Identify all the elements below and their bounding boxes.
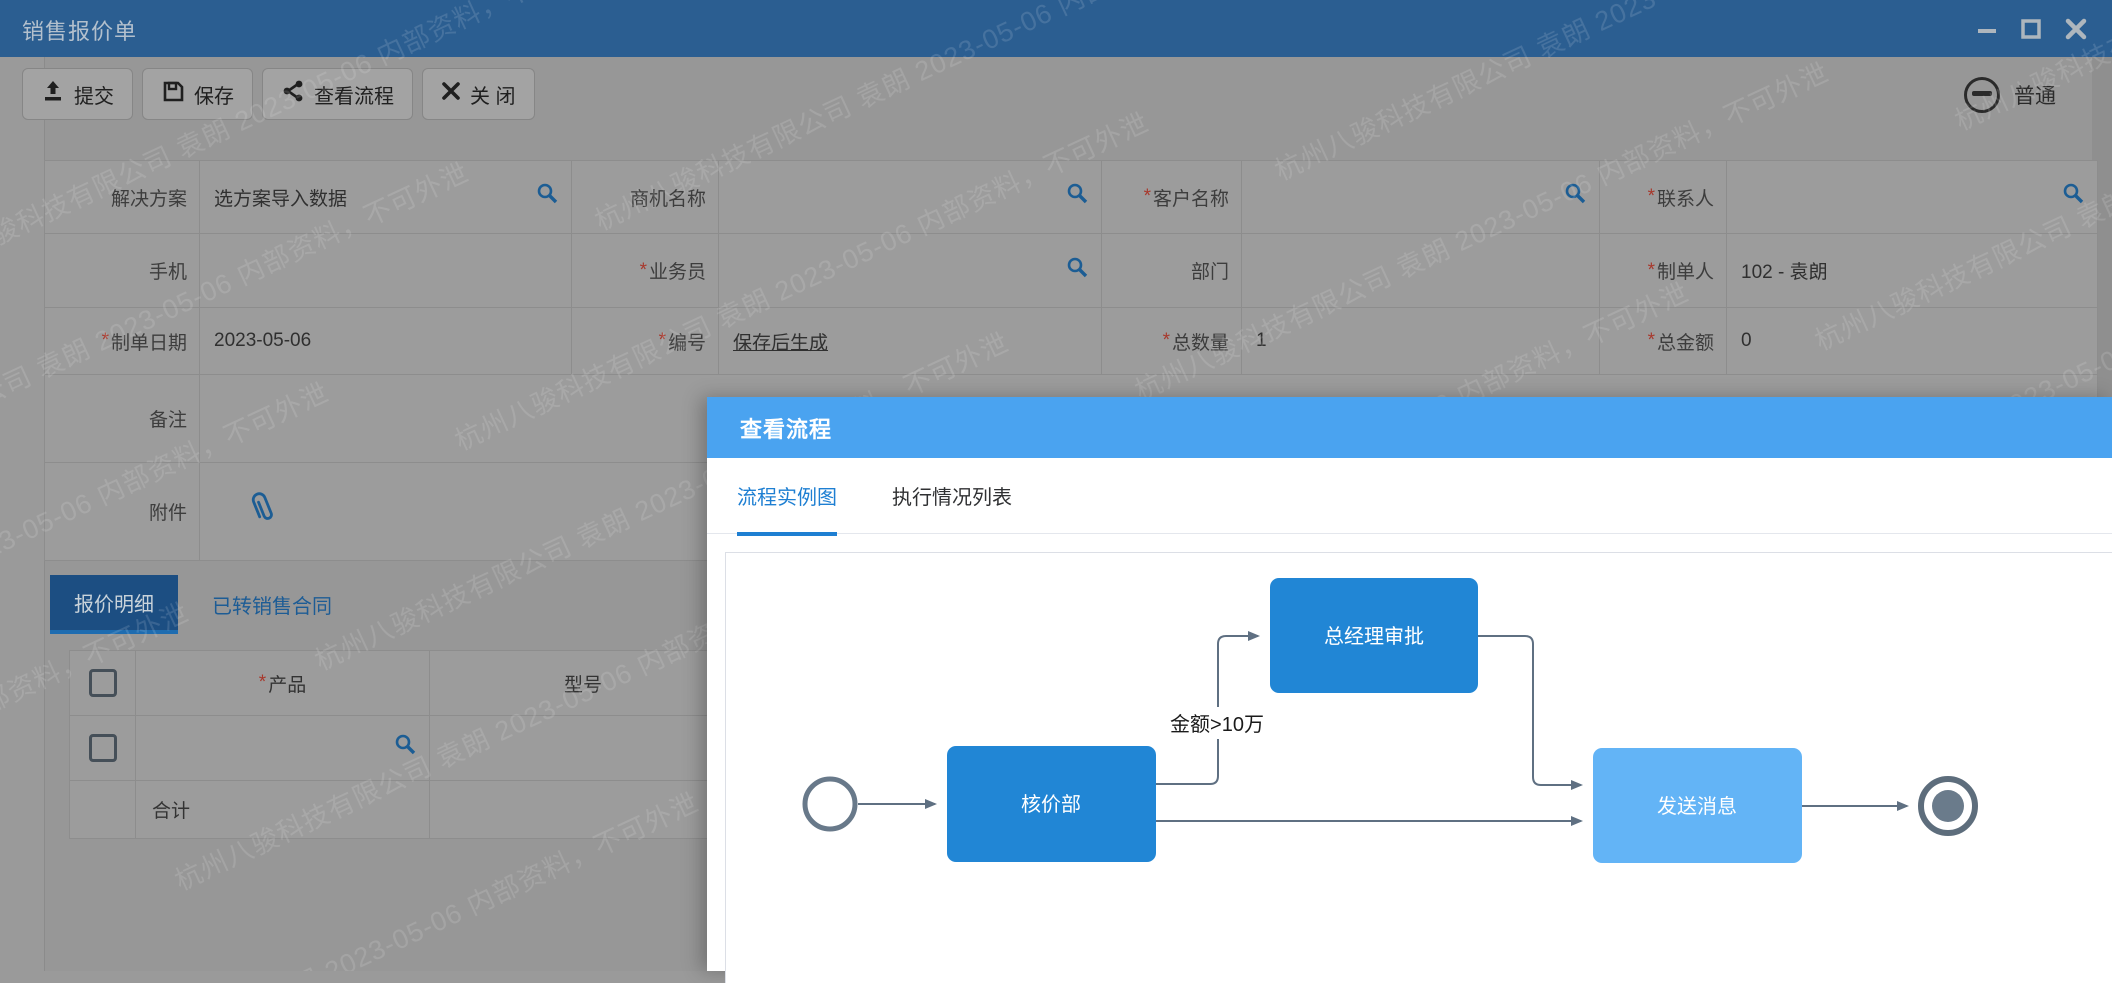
attachment-field[interactable] xyxy=(199,463,2097,560)
view-flow-button[interactable]: 查看流程 xyxy=(262,68,413,120)
field-label-remark: 备注 xyxy=(148,410,187,431)
total-row-blank xyxy=(70,781,135,838)
field-label-creator: *制单人 xyxy=(1599,234,1726,307)
total-model-cell xyxy=(429,781,736,838)
pricing-dept-label: 核价部 xyxy=(1021,793,1081,816)
department-field[interactable] xyxy=(1241,234,1599,307)
total-amount-field: 0 xyxy=(1726,308,2097,374)
number-field: 保存后生成 xyxy=(718,308,1101,374)
close-form-button[interactable]: 关 闭 xyxy=(422,68,535,120)
solution-field[interactable]: 选方案导入数据 xyxy=(199,161,571,233)
field-label-salesperson: *业务员 xyxy=(571,234,718,307)
field-label-solution: 解决方案 xyxy=(110,188,187,210)
field-label-customer: *客户名称 xyxy=(1101,161,1241,233)
field-label-opportunity: 商机名称 xyxy=(571,161,718,233)
start-event-node[interactable] xyxy=(802,776,858,832)
paperclip-icon[interactable] xyxy=(246,489,280,535)
product-column-header: *产品 xyxy=(135,651,429,715)
toolbar: 提交 保存 查看流程 关 闭 xyxy=(22,68,535,120)
select-all-checkbox[interactable] xyxy=(88,669,117,697)
priority-label: 普通 xyxy=(2014,85,2056,108)
select-all-cell xyxy=(70,651,135,715)
close-icon xyxy=(441,81,461,107)
upload-icon xyxy=(41,79,65,109)
field-label-attachment: 附件 xyxy=(148,503,187,524)
search-icon[interactable] xyxy=(535,181,561,213)
field-label-number: *编号 xyxy=(571,308,718,374)
tab-quote-detail[interactable]: 报价明细 xyxy=(50,575,178,634)
bpmn-diagram: 核价部 金额>10万 总经理审批 发送消息 xyxy=(802,578,1978,863)
mobile-field[interactable] xyxy=(199,234,571,307)
window-title: 销售报价单 xyxy=(22,19,138,44)
field-label-create-date: *制单日期 xyxy=(101,330,187,354)
close-form-label: 关 闭 xyxy=(470,85,516,108)
dialog-tabbar: 流程实例图 执行情况列表 xyxy=(707,458,2112,536)
dialog-title: 查看流程 xyxy=(740,417,833,442)
row-checkbox[interactable] xyxy=(88,734,117,762)
maximize-icon[interactable] xyxy=(2020,18,2042,40)
tab-flow-instance-diagram[interactable]: 流程实例图 xyxy=(737,458,837,536)
field-label-department: 部门 xyxy=(1101,234,1241,307)
save-label: 保存 xyxy=(194,85,234,108)
save-icon xyxy=(161,79,185,109)
creator-field: 102 - 袁朗 xyxy=(1726,234,2097,307)
model-column-header: 型号 xyxy=(429,651,736,715)
search-icon[interactable] xyxy=(393,732,419,764)
field-label-total-qty: *总数量 xyxy=(1101,308,1241,374)
search-icon[interactable] xyxy=(1065,255,1091,287)
minimize-icon[interactable] xyxy=(1976,18,1998,40)
product-cell[interactable] xyxy=(135,716,429,780)
priority-minus-icon xyxy=(1964,77,2000,113)
submit-button[interactable]: 提交 xyxy=(22,68,133,120)
view-flow-dialog: 查看流程 流程实例图 执行情况列表 核价部 金额>10万 总经理审批 发送消息 xyxy=(707,397,2112,983)
pricing-dept-node[interactable] xyxy=(947,746,1156,862)
total-qty-field: 1 xyxy=(1241,308,1599,374)
view-flow-label: 查看流程 xyxy=(314,85,394,108)
dialog-titlebar: 查看流程 xyxy=(707,397,2112,458)
window-titlebar: 销售报价单 xyxy=(0,0,2112,57)
row-select-cell xyxy=(70,716,135,780)
model-cell[interactable] xyxy=(429,716,736,780)
search-icon[interactable] xyxy=(1065,181,1091,213)
priority-selector[interactable]: 普通 xyxy=(1948,72,2072,118)
detail-tabs: 报价明细 已转销售合同 xyxy=(50,575,366,634)
field-label-total-amount: *总金额 xyxy=(1599,308,1726,374)
customer-field[interactable] xyxy=(1241,161,1599,233)
remark-field[interactable] xyxy=(199,375,2097,462)
close-window-icon[interactable] xyxy=(2064,17,2088,41)
field-label-mobile: 手机 xyxy=(148,262,187,283)
salesperson-field[interactable] xyxy=(718,234,1101,307)
create-date-field[interactable]: 2023-05-06 xyxy=(199,308,571,374)
gm-approval-label: 总经理审批 xyxy=(1324,625,1424,648)
opportunity-field[interactable] xyxy=(718,161,1101,233)
share-icon xyxy=(281,79,305,109)
save-button[interactable]: 保存 xyxy=(142,68,253,120)
submit-label: 提交 xyxy=(74,85,114,108)
search-icon[interactable] xyxy=(1563,181,1589,213)
edge-condition-label: 金额>10万 xyxy=(1170,713,1264,736)
search-icon[interactable] xyxy=(2061,181,2087,213)
edge-label-bg xyxy=(1147,707,1287,739)
tab-execution-list[interactable]: 执行情况列表 xyxy=(892,486,1012,509)
total-row-label: 合计 xyxy=(135,781,429,838)
send-message-node[interactable] xyxy=(1593,748,1802,863)
tab-converted-contract[interactable]: 已转销售合同 xyxy=(212,596,332,618)
contact-field[interactable] xyxy=(1726,161,2097,233)
edge-gm-to-message xyxy=(1478,635,1583,790)
field-label-contact: *联系人 xyxy=(1599,161,1726,233)
send-message-label: 发送消息 xyxy=(1657,795,1737,818)
gm-approval-node[interactable] xyxy=(1270,578,1478,693)
end-event-inner-dot xyxy=(1932,790,1964,822)
